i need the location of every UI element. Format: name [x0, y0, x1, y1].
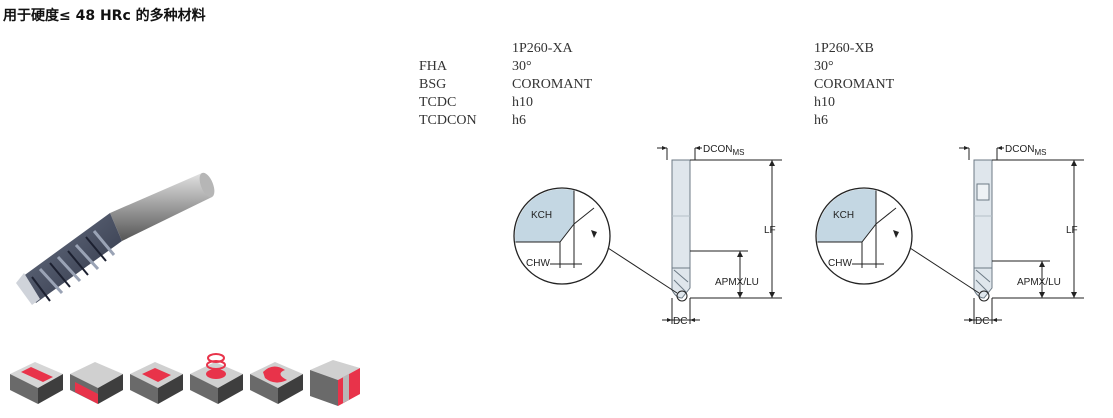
variant-xa-tcdc: h10 [512, 95, 533, 110]
variant-xa-fha: 30° [512, 59, 532, 74]
helical-interpolation-icon [190, 353, 243, 404]
pocketing-icon [130, 362, 183, 404]
application-icons-row [10, 353, 360, 406]
chw-label-xb: CHW [828, 258, 852, 269]
chw-label-xa: CHW [526, 258, 550, 269]
shoulder-milling-icon [70, 362, 123, 404]
lf-label-xb: LF [1066, 225, 1078, 236]
technical-drawing-xb: DCONMS LF APMX/LU DC KCH CHW [815, 144, 1084, 327]
technical-drawing-xa: DCONMS LF APMX/LU DC KCH CHW [513, 144, 782, 327]
apmx-label-xa: APMX/LU [715, 277, 759, 288]
variant-name-xa: 1P260-XA [512, 41, 573, 56]
apmx-label-xb: APMX/LU [1017, 277, 1061, 288]
spec-label-fha: FHA [419, 59, 448, 74]
variant-xa-tcdcon: h6 [512, 113, 526, 128]
dcon-label-xb: DCONMS [1005, 144, 1046, 157]
spec-label-tcdcon: TCDCON [419, 113, 477, 128]
variant-name-xb: 1P260-XB [814, 41, 874, 56]
slotting-icon [10, 362, 63, 404]
profiling-icon [250, 362, 303, 404]
variant-xb-tcdcon: h6 [814, 113, 828, 128]
page-title: 用于硬度≤ 48 HRc 的多种材料 [3, 8, 206, 24]
kch-label-xa: KCH [531, 210, 552, 221]
spec-label-bsg: BSG [419, 77, 447, 92]
variant-xb-tcdc: h10 [814, 95, 835, 110]
variant-xb-bsg: COROMANT [814, 77, 895, 92]
dc-label-xb: DC [975, 316, 989, 327]
end-mill-product-image [16, 172, 215, 305]
variant-xb-fha: 30° [814, 59, 834, 74]
spec-label-tcdc: TCDC [419, 95, 457, 110]
dcon-label-xa: DCONMS [703, 144, 744, 157]
kch-label-xb: KCH [833, 210, 854, 221]
variant-xa-bsg: COROMANT [512, 77, 593, 92]
dc-label-xa: DC [673, 316, 687, 327]
side-milling-icon [310, 360, 360, 406]
lf-label-xa: LF [764, 225, 776, 236]
